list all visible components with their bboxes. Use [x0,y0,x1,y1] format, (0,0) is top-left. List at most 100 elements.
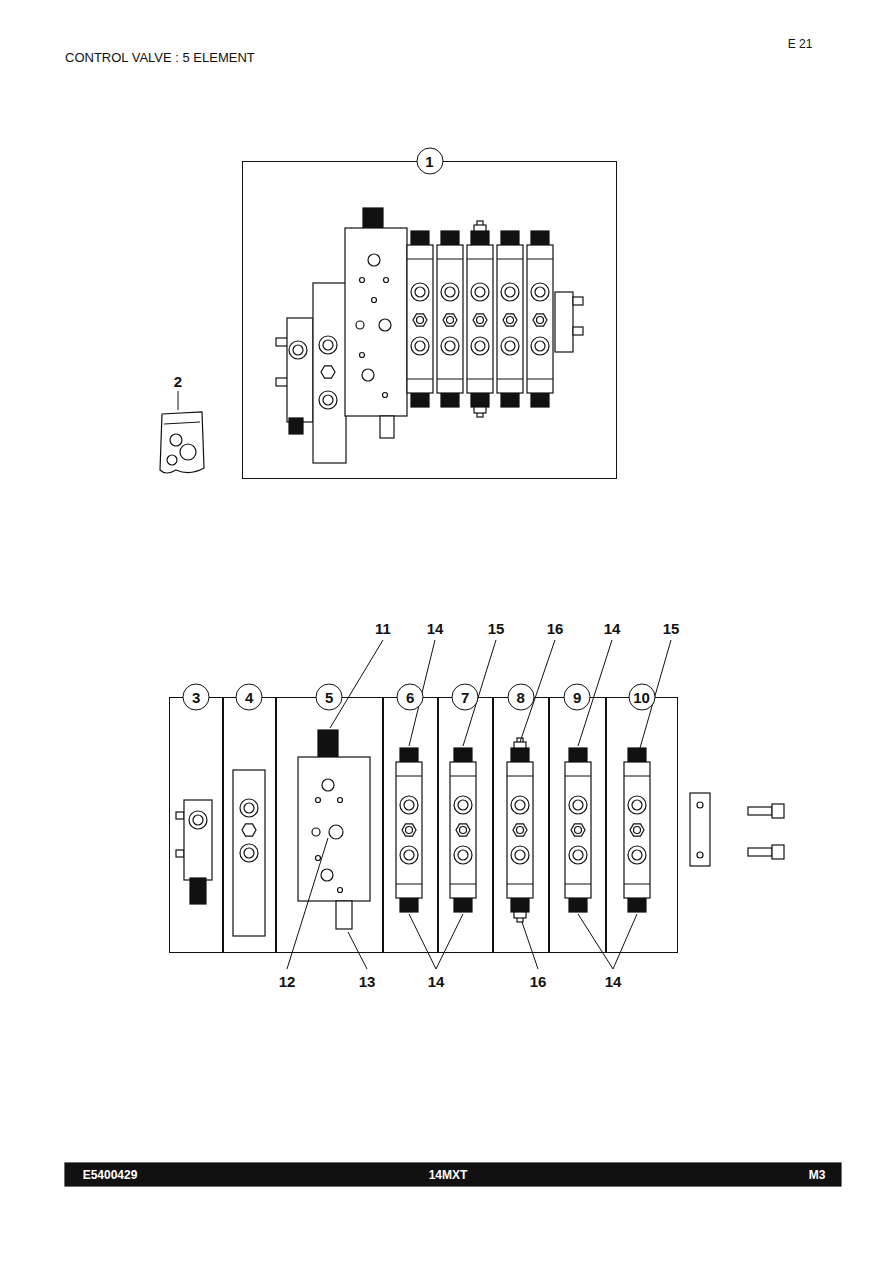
groove-line [437,259,463,260]
port-symbol [406,827,413,834]
part-column: 7 [437,697,494,953]
port-symbol [505,287,515,297]
port-symbol [368,254,380,266]
port-symbol [383,393,388,398]
callout-number: 12 [279,974,296,989]
assembly-frame: 1 [242,161,617,479]
port-symbol [697,852,703,858]
hex-nut [242,824,256,836]
port-symbol [628,796,646,814]
page-number: E 21 [788,38,813,50]
port-symbol [312,828,320,836]
port-symbol [573,850,583,860]
port-symbol [329,825,343,839]
port-symbol [322,779,334,791]
port-symbol [634,827,641,834]
bolt-head [772,804,784,818]
valve-section [407,245,433,393]
hex-nut [473,314,487,326]
port-symbol [244,848,254,858]
end-cap [289,418,303,434]
part-column: 4 [222,697,277,953]
port-symbol [507,317,514,324]
leader-line [330,640,383,728]
port-symbol [505,341,515,351]
hex-nut [630,824,644,836]
port-symbol [535,287,545,297]
groove-line [497,259,523,260]
port-symbol [321,869,333,881]
callout-number: 2 [174,374,182,389]
port-symbol [441,337,459,355]
port-symbol [569,796,587,814]
callout-number: 14 [427,621,444,636]
port-symbol [445,341,455,351]
o-ring [170,434,182,446]
fitting [336,901,352,929]
port-stub [176,850,184,857]
port-symbol [404,800,414,810]
callout-number: 13 [359,974,376,989]
port-symbol [515,800,525,810]
part-column: 6 [382,697,439,953]
port-stub [573,297,583,305]
port-symbol [511,846,529,864]
groove-line [497,379,523,380]
port-symbol [400,846,418,864]
port-symbol [411,283,429,301]
port-stub [176,812,184,819]
leader-line [578,914,613,969]
callout-number: 14 [428,974,445,989]
o-ring [180,444,196,460]
leader-line [436,914,463,969]
callout-circle: 8 [507,684,534,711]
footer-text: 14MXT [429,1169,468,1181]
valve-section [396,762,422,898]
port-symbol [460,827,467,834]
port-symbol [501,283,519,301]
port-symbol [454,796,472,814]
stud-nut [514,742,526,748]
leader-line [348,932,367,969]
stud-nut [474,407,486,413]
port-symbol [531,283,549,301]
port-symbol [316,856,321,861]
port-symbol [537,317,544,324]
port-symbol [316,798,321,803]
port-symbol [415,341,425,351]
stud-nut [474,225,486,231]
groove-line [396,776,422,777]
groove-line [527,379,553,380]
valve-section [624,762,650,898]
valve-section [437,245,463,393]
end-cap [190,878,206,904]
callout-number: 14 [604,621,621,636]
port-symbol [454,846,472,864]
end-cap [363,208,383,228]
inlet-section [184,800,212,880]
stud-nut [514,912,526,918]
valve-section [527,245,553,393]
port-symbol [441,283,459,301]
port-symbol [475,287,485,297]
port-symbol [379,319,391,331]
groove-line [565,884,591,885]
part-column: 10 [605,697,678,953]
callout-circle: 4 [236,684,263,711]
port-stub [276,338,288,346]
port-symbol [323,340,333,350]
port-symbol [362,369,374,381]
hex-nut [513,824,527,836]
end-plate [555,292,573,352]
groove-line [624,884,650,885]
callout-number: 15 [488,621,505,636]
port-symbol [384,278,389,283]
port-symbol [475,341,485,351]
port-symbol [535,341,545,351]
port-stub [276,378,288,386]
hex-nut [456,824,470,836]
callout-circle: 10 [628,684,655,711]
port-symbol [193,815,203,825]
leader-line [178,391,179,410]
